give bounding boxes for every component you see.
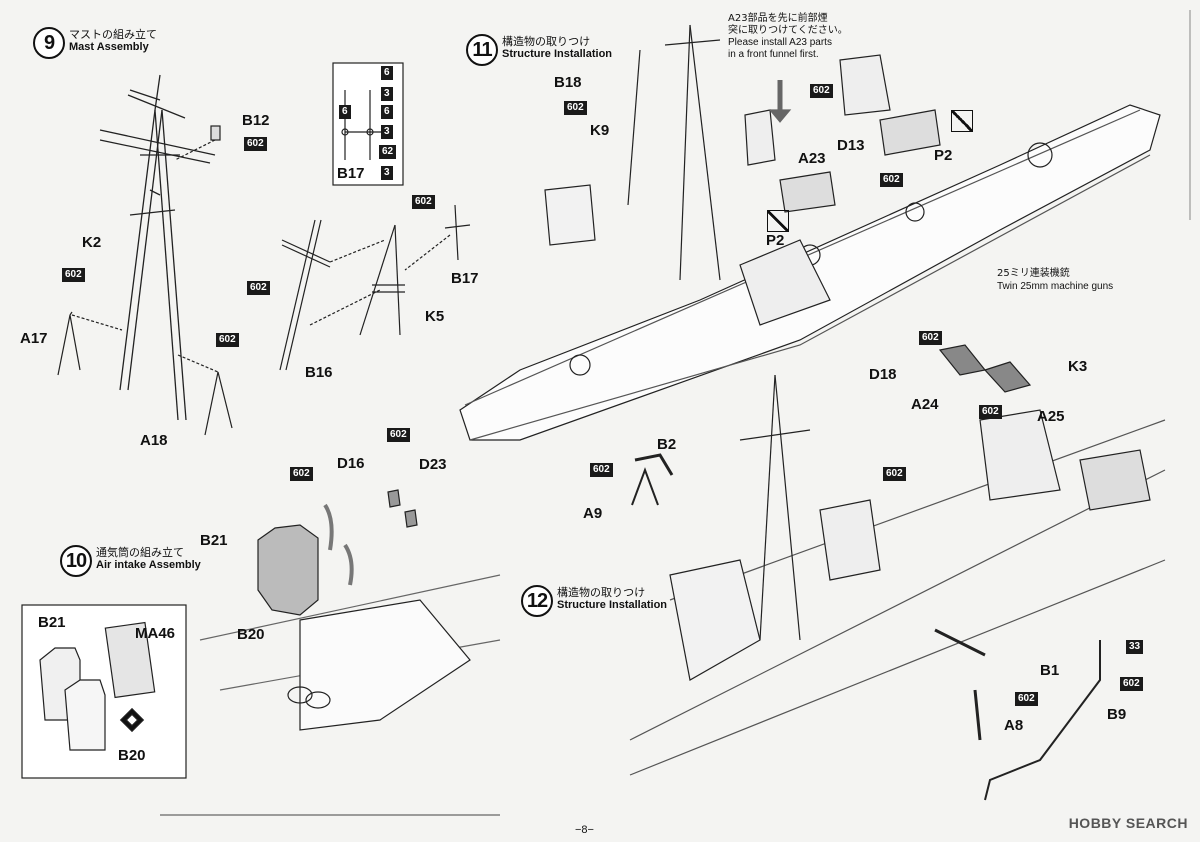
- machine-gun-note-jp: 25ミリ連装機銃: [997, 268, 1070, 279]
- ship-step12-drawing: [629, 374, 1166, 776]
- paint-code-602: 602: [979, 405, 1002, 419]
- label-b1: B1: [1040, 662, 1060, 679]
- label-k9: K9: [590, 122, 610, 139]
- label-p2-lower: P2: [766, 232, 785, 249]
- paint-code-602: 602: [290, 467, 313, 481]
- paint-code-602: 602: [883, 467, 906, 481]
- watermark: HOBBY SEARCH: [1068, 815, 1188, 831]
- label-b21: B21: [200, 532, 228, 549]
- mast-k2-drawing: [99, 74, 216, 421]
- paint-code-602: 602: [1015, 692, 1038, 706]
- part-b17-drawing: [444, 204, 471, 261]
- step-10-title-jp: 通気筒の組み立て: [96, 546, 184, 559]
- box-code-3: 3: [381, 125, 393, 139]
- box-code-6: 6: [381, 66, 393, 80]
- label-d23: D23: [419, 456, 447, 473]
- part-a17-drawing: [57, 311, 81, 376]
- paint-code-602: 602: [919, 331, 942, 345]
- step-12-header: 12 構造物の取りつけ Structure Installation: [521, 585, 667, 617]
- step-10-header: 10 通気筒の組み立て Air intake Assembly: [60, 545, 201, 577]
- paint-code-602: 602: [387, 428, 410, 442]
- paint-code-602: 602: [810, 84, 833, 98]
- label-b9: B9: [1107, 706, 1127, 723]
- paint-code-33: 33: [1126, 640, 1144, 654]
- box-code-6: 6: [339, 105, 351, 119]
- label-b2: B2: [657, 436, 677, 453]
- step-10-title-en: Air intake Assembly: [96, 559, 201, 571]
- step-12-number: 12: [521, 585, 553, 617]
- part-a18-drawing: [204, 371, 233, 436]
- label-d16: D16: [337, 455, 365, 472]
- mast-k5-drawing: [359, 224, 405, 336]
- label-b12: B12: [242, 112, 270, 129]
- step-9-header: 9 マストの組み立て Mast Assembly: [33, 27, 157, 59]
- part-b16-drawing: [279, 219, 331, 371]
- label-b20: B20: [237, 626, 265, 643]
- box-code-3: 3: [381, 87, 393, 101]
- step-11-number: 11: [466, 34, 498, 66]
- label-a23: A23: [798, 150, 826, 167]
- label-a8: A8: [1004, 717, 1024, 734]
- a23-note-jp1: A23部品を先に前部煙: [728, 13, 828, 24]
- step-10-number: 10: [60, 545, 92, 577]
- paint-code-602: 602: [880, 173, 903, 187]
- paint-code-602: 602: [216, 333, 239, 347]
- step-9-number: 9: [33, 27, 65, 59]
- step-11-title-jp: 構造物の取りつけ: [502, 35, 591, 48]
- label-b17: B17: [451, 270, 479, 287]
- label-a25: A25: [1037, 408, 1065, 425]
- label-a24: A24: [911, 396, 939, 413]
- label-d18: D18: [869, 366, 897, 383]
- a23-note-en1: Please install A23 parts: [728, 37, 832, 48]
- step-11-header: 11 構造物の取りつけ Structure Installation: [466, 34, 612, 66]
- part-b21-drawing: [257, 524, 319, 616]
- paint-code-602: 602: [62, 268, 85, 282]
- paint-code-602: 602: [590, 463, 613, 477]
- step-9-title-jp: マストの組み立て: [69, 28, 157, 41]
- a23-note-jp2: 突に取りつけてください。: [728, 25, 848, 36]
- step-11-title-en: Structure Installation: [502, 48, 613, 60]
- label-k5: K5: [425, 308, 445, 325]
- step-9-title-en: Mast Assembly: [69, 41, 149, 53]
- machine-gun-note: 25ミリ連装機銃 Twin 25mm machine guns: [997, 267, 1113, 293]
- label-d13: D13: [837, 137, 865, 154]
- box-code-62: 62: [379, 145, 397, 159]
- box-code-6: 6: [381, 105, 393, 119]
- paint-code-602: 602: [244, 137, 267, 151]
- step-12-title-en: Structure Installation: [557, 599, 668, 611]
- ship-step11-drawing: [459, 24, 1161, 441]
- paint-code-602: 602: [1120, 677, 1143, 691]
- a23-note: A23部品を先に前部煙 突に取りつけてください。 Please install …: [728, 13, 848, 61]
- label-p2: P2: [934, 147, 953, 164]
- label-b16: B16: [305, 364, 333, 381]
- paint-code-602: 602: [247, 281, 270, 295]
- label-k3: K3: [1068, 358, 1088, 375]
- a23-note-en2: in a front funnel first.: [728, 49, 819, 60]
- machine-gun-note-en: Twin 25mm machine guns: [997, 281, 1114, 292]
- label-ma46: MA46: [135, 625, 176, 642]
- label-a17: A17: [20, 330, 48, 347]
- no-glue-icon: [951, 110, 973, 132]
- page-number: −8−: [575, 824, 594, 836]
- box-code-3: 3: [381, 166, 393, 180]
- no-glue-icon: [767, 210, 789, 232]
- label-a9: A9: [583, 505, 603, 522]
- label-b18: B18: [554, 74, 582, 91]
- label-b17-box: B17: [337, 165, 365, 182]
- paint-code-602: 602: [412, 195, 435, 209]
- paint-code-602: 602: [564, 101, 587, 115]
- label-b20-inset: B20: [118, 747, 146, 764]
- step-12-title-jp: 構造物の取りつけ: [557, 586, 646, 599]
- label-a18: A18: [140, 432, 168, 449]
- label-b21-inset: B21: [38, 614, 66, 631]
- label-k2: K2: [82, 234, 102, 251]
